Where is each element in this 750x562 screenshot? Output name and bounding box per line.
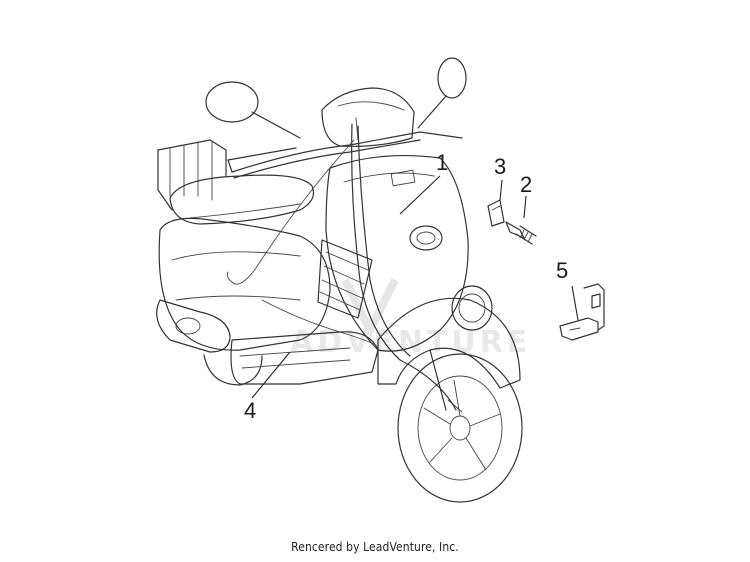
callout-3: 3 bbox=[494, 154, 506, 179]
callout-5: 5 bbox=[556, 258, 568, 283]
callout-4: 4 bbox=[244, 398, 256, 423]
bracket-part bbox=[559, 283, 605, 341]
watermark: ADVENTURE bbox=[290, 278, 531, 360]
leader-lines bbox=[251, 175, 579, 399]
watermark-text: ADVENTURE bbox=[290, 325, 531, 360]
clip-part bbox=[487, 199, 505, 227]
scooter-illustration bbox=[156, 57, 523, 503]
render-credit: Rencered by LeadVenture, Inc. bbox=[291, 540, 459, 554]
callout-1: 1 bbox=[436, 150, 448, 175]
parts-diagram: ADVENTURE bbox=[156, 57, 605, 503]
callout-2: 2 bbox=[520, 172, 532, 197]
bolt-part bbox=[505, 221, 537, 245]
